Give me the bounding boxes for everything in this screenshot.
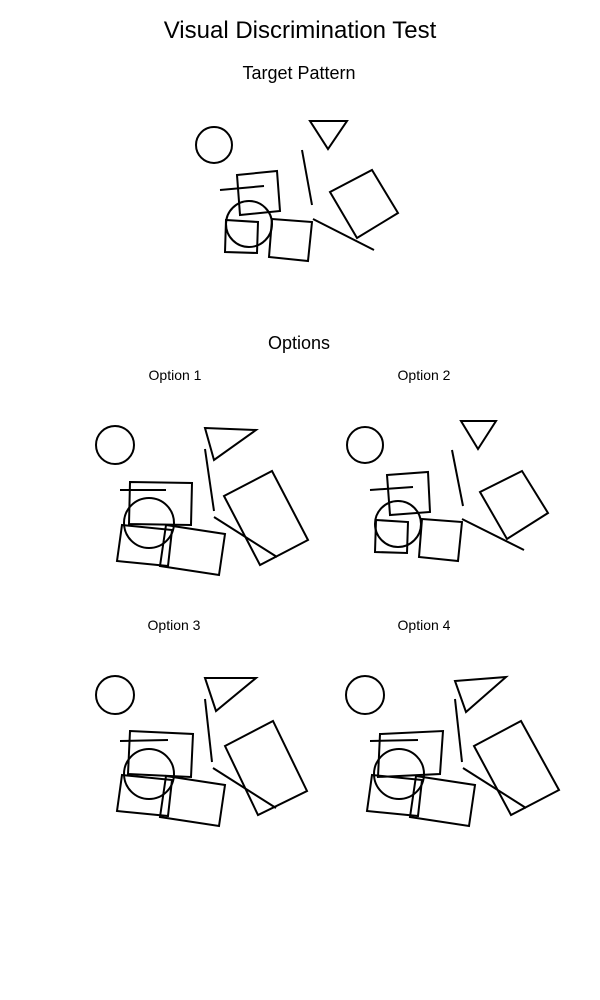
line [204, 448, 215, 512]
line [213, 516, 278, 558]
triangle [308, 120, 349, 151]
option-3-label: Option 3 [147, 617, 201, 633]
line [369, 486, 414, 491]
square [385, 470, 432, 517]
square [365, 773, 424, 818]
line [369, 739, 419, 742]
line [212, 767, 277, 809]
options-heading: Options [267, 333, 331, 353]
square [478, 469, 550, 541]
square [328, 168, 400, 240]
square [267, 217, 314, 263]
circle [225, 200, 273, 248]
square [408, 774, 477, 828]
option-4-pattern[interactable] [345, 675, 561, 828]
page-title: Visual Discrimination Test [163, 17, 437, 44]
option-3-pattern[interactable] [95, 675, 309, 828]
triangle [203, 426, 259, 462]
line [451, 449, 464, 507]
circle [123, 497, 175, 549]
option-1-label: Option 1 [148, 367, 202, 383]
line [454, 698, 463, 763]
circle [123, 748, 175, 800]
circle [95, 425, 135, 465]
line [204, 698, 213, 763]
square [376, 729, 445, 779]
line [119, 739, 169, 742]
target-pattern-heading: Target Pattern [242, 63, 356, 83]
line [462, 767, 527, 809]
circle [195, 126, 233, 164]
triangle [453, 675, 509, 714]
circle [373, 748, 425, 800]
square [126, 729, 195, 779]
option-2-label: Option 2 [397, 367, 451, 383]
square [115, 773, 174, 818]
circle [345, 675, 385, 715]
square [373, 518, 410, 555]
square [127, 480, 194, 527]
square [223, 218, 260, 255]
square [417, 517, 464, 563]
triangle [459, 420, 498, 451]
square [235, 169, 282, 217]
triangle [203, 677, 259, 713]
target-pattern [195, 120, 400, 263]
option-4-label: Option 4 [397, 617, 451, 633]
circle [374, 500, 422, 548]
square [158, 774, 227, 828]
circle [95, 675, 135, 715]
square [158, 523, 227, 577]
square [115, 523, 174, 568]
line [219, 185, 265, 191]
square [222, 469, 310, 567]
line [461, 518, 525, 551]
square [223, 719, 309, 817]
option-2-pattern[interactable] [346, 420, 550, 563]
option-1-pattern[interactable] [95, 425, 310, 577]
line [301, 149, 313, 206]
circle [346, 426, 384, 464]
line [312, 218, 375, 251]
square [472, 719, 561, 817]
